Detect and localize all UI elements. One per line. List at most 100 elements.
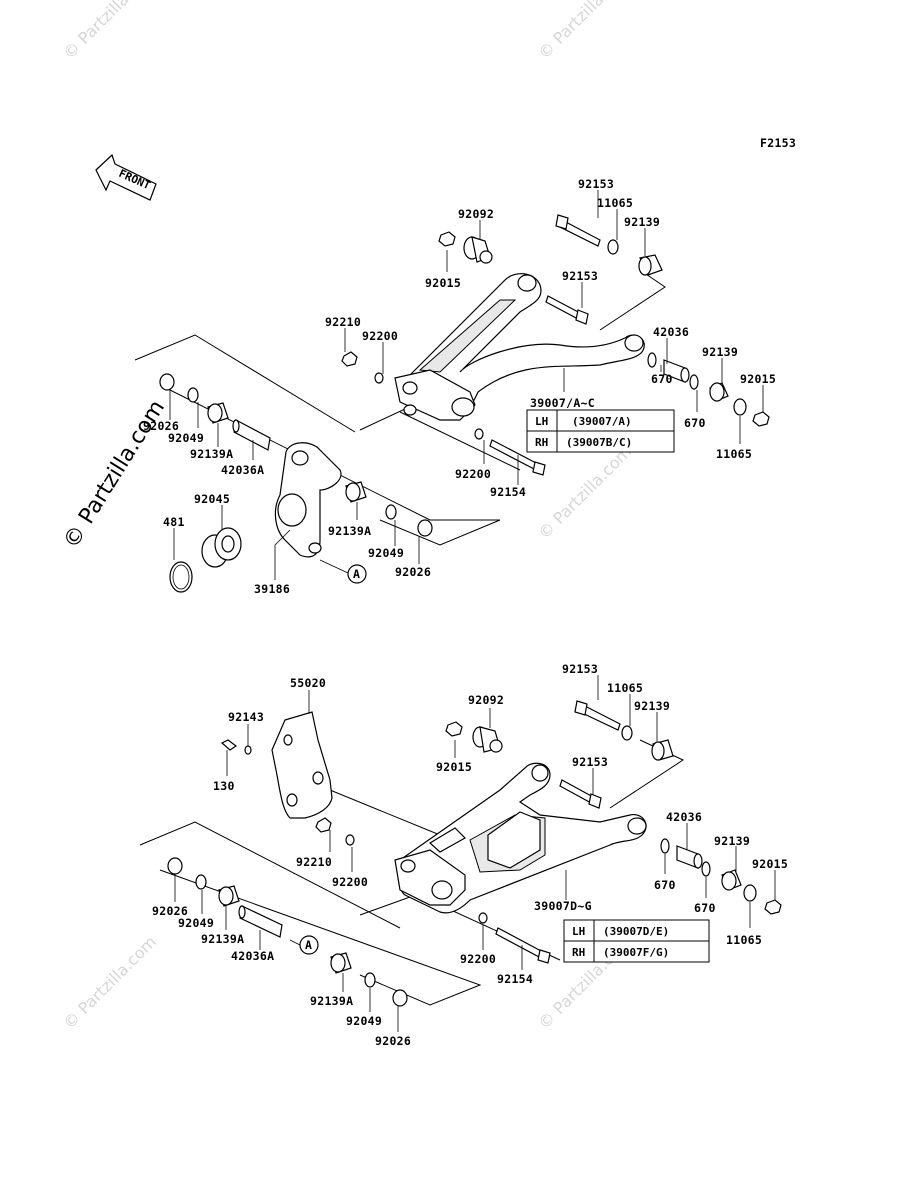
label-670-top-a: 670 xyxy=(651,372,673,386)
snap-ring-481 xyxy=(169,561,193,593)
table-bottom-side-2: RH xyxy=(572,946,585,959)
label-92139-bot-a: 92139 xyxy=(634,699,670,713)
washer-92026-top-b xyxy=(417,519,433,537)
washer-92026-top-a xyxy=(159,373,175,391)
label-92139A-top-b: 92139A xyxy=(328,524,371,538)
label-55020: 55020 xyxy=(290,676,326,690)
nut-92015-top-b xyxy=(752,411,770,427)
table-top-side-1: LH xyxy=(535,415,548,428)
label-92139A-bot-b: 92139A xyxy=(310,994,353,1008)
front-arrow: FRONT xyxy=(95,153,157,201)
figure-code: F2153 xyxy=(760,136,796,150)
collar-42036-top xyxy=(663,359,690,383)
nut-92015-top-a xyxy=(438,231,456,247)
bolt-130 xyxy=(220,739,238,751)
nut-92015-bot-b xyxy=(764,899,782,915)
bushing-92092-top xyxy=(463,236,493,264)
watermark-1: © Partzilla.com xyxy=(59,0,160,63)
bottom-assembly: A 55020 92143 130 92092 92015 921 xyxy=(139,662,788,1048)
watermark-3: © Partzilla.com xyxy=(534,442,635,543)
washer-92200-bot-b xyxy=(478,912,488,924)
label-92139-bot-b: 92139 xyxy=(714,834,750,848)
washer-92200-top-b xyxy=(474,428,484,440)
oring-92049-top-a xyxy=(187,387,199,403)
label-92026-top-b: 92026 xyxy=(395,565,431,579)
table-bottom-code-1: (39007D/E) xyxy=(603,925,669,938)
bushing-92139-top-a xyxy=(638,254,663,276)
knuckle-39186 xyxy=(274,442,342,558)
bushing-92139A-bot-a xyxy=(218,885,240,907)
washer-92200-top-a xyxy=(374,372,384,384)
variant-table-bottom: LH (39007D/E) RH (39007F/G) xyxy=(563,919,710,963)
label-92049-top-a: 92049 xyxy=(168,431,204,445)
bearing-92045 xyxy=(201,527,242,568)
label-92049-bot-a: 92049 xyxy=(178,916,214,930)
callout-A-top-label: A xyxy=(353,567,360,581)
label-92015-bot-a: 92015 xyxy=(436,760,472,774)
label-92200-bot-b: 92200 xyxy=(460,952,496,966)
watermark-2: © Partzilla.com xyxy=(534,0,635,63)
label-92143: 92143 xyxy=(228,710,264,724)
label-92200-top-a: 92200 xyxy=(362,329,398,343)
washer-92143 xyxy=(244,745,252,755)
collar-42036A-bot xyxy=(238,905,283,938)
label-92153-bot-b: 92153 xyxy=(572,755,608,769)
labels-bottom: 55020 92143 130 92092 92015 92153 11065 … xyxy=(152,662,788,1048)
bolt-92154-top xyxy=(489,439,546,476)
top-assembly: A 92153 11065 92139 92092 92015 92153 92… xyxy=(134,177,776,596)
nut-92210-bot xyxy=(315,817,332,833)
leader-lines-bottom xyxy=(174,675,776,1032)
label-92210-top: 92210 xyxy=(325,315,361,329)
label-92092-bot: 92092 xyxy=(468,693,504,707)
bushing-92139-bot-b xyxy=(721,869,742,891)
leader-lines-top xyxy=(169,190,764,580)
bushing-92139-bot-a xyxy=(651,739,674,761)
bushing-92139-top-b xyxy=(709,382,729,402)
table-top-code-1: (39007/A) xyxy=(572,415,632,428)
bushing-92139A-top-a xyxy=(207,402,229,424)
washer-92200-bot-a xyxy=(345,834,355,846)
oring-92049-bot-a xyxy=(195,874,207,890)
label-92045: 92045 xyxy=(194,492,230,506)
label-42036-top: 42036 xyxy=(653,325,689,339)
label-92026-bot-b: 92026 xyxy=(375,1034,411,1048)
nut-92015-bot-a xyxy=(445,721,463,737)
variant-table-top: LH (39007/A) RH (39007B/C) xyxy=(526,409,675,453)
label-11065-bot-b: 11065 xyxy=(726,933,762,947)
label-92153-bot-a: 92153 xyxy=(562,662,598,676)
label-39007-bot: 39007D~G xyxy=(534,899,592,913)
callout-A-bottom-label: A xyxy=(305,938,312,952)
table-top-code-2: (39007B/C) xyxy=(566,436,632,449)
washer-92026-bot-b xyxy=(392,989,408,1007)
oring-670-top-a xyxy=(647,352,657,368)
label-130: 130 xyxy=(213,779,235,793)
label-92015-top-b: 92015 xyxy=(740,372,776,386)
label-670-bot-a: 670 xyxy=(654,878,676,892)
oring-92049-top-b xyxy=(385,504,397,520)
label-670-top-b: 670 xyxy=(684,416,706,430)
nut-92210-top xyxy=(341,351,358,367)
label-670-bot-b: 670 xyxy=(694,901,716,915)
label-92139-top-a: 92139 xyxy=(624,215,660,229)
callout-A-top xyxy=(347,564,367,584)
label-92026-bot-a: 92026 xyxy=(152,904,188,918)
table-bottom-side-1: LH xyxy=(572,925,585,938)
label-92154-bot: 92154 xyxy=(497,972,533,986)
washer-11065-top-a xyxy=(607,239,619,255)
chain-guard-55020 xyxy=(271,711,333,819)
label-11065-top-b: 11065 xyxy=(716,447,752,461)
label-481: 481 xyxy=(163,515,185,529)
label-92026-top-a: 92026 xyxy=(143,419,179,433)
label-92210-bot: 92210 xyxy=(296,855,332,869)
oring-670-bot-a xyxy=(660,838,670,854)
swing-arm-top xyxy=(394,273,645,421)
labels-top: 92153 11065 92139 92092 92015 92153 9221… xyxy=(143,177,776,596)
washer-92026-bot-a xyxy=(167,857,183,875)
label-92092-top: 92092 xyxy=(458,207,494,221)
oring-670-bot-b xyxy=(701,861,711,877)
collar-42036-bot xyxy=(676,845,703,869)
table-bottom-code-2: (39007F/G) xyxy=(603,946,669,959)
bolt-92153-bot-b xyxy=(559,779,602,809)
washer-11065-top-b xyxy=(733,398,747,416)
washer-11065-bot-b xyxy=(743,884,757,902)
